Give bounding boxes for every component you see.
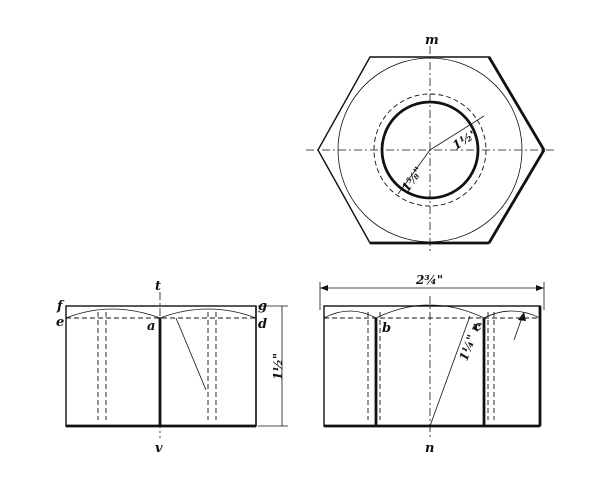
side-radius-arrow-head	[518, 312, 526, 321]
outer-radius-leader	[429, 115, 485, 151]
front-construction-line	[175, 317, 207, 391]
hexagon-shadow-edge-bottom	[487, 149, 546, 244]
side-chamfer-arc-right	[483, 310, 541, 319]
label-m: m	[425, 33, 439, 48]
side-width-arrow-right	[536, 285, 544, 291]
side-width-arrow-left	[320, 285, 328, 291]
side-view: n b c 2¾" 1¼" r.	[319, 273, 545, 456]
label-a: a	[147, 319, 155, 334]
front-view: t v f e a g d 1½"	[56, 279, 288, 456]
side-width-dimension: 2¾"	[415, 273, 443, 287]
side-chamfer-arc-middle	[375, 304, 485, 319]
label-f: f	[56, 299, 65, 314]
side-chamfer-arc-left	[323, 310, 377, 319]
outer-radius-dimension: 1½"	[450, 126, 480, 152]
inner-radius-leader	[397, 149, 431, 195]
label-d: d	[258, 317, 267, 332]
label-g: g	[258, 299, 267, 314]
hexagon-shadow-edge-top	[487, 56, 546, 151]
front-chamfer-arc-left	[65, 308, 161, 319]
label-b: b	[382, 321, 391, 336]
label-e: e	[56, 315, 64, 330]
side-height-radius-leader	[429, 315, 471, 427]
top-view: m 1½" 1⅝"	[306, 33, 556, 254]
label-n: n	[425, 441, 434, 456]
inner-radius-dimension: 1⅝"	[399, 164, 426, 194]
front-height-dimension: 1½"	[271, 353, 285, 380]
label-t: t	[155, 279, 161, 294]
front-chamfer-arc-right	[159, 308, 257, 319]
label-c: c	[474, 319, 482, 334]
label-v: v	[155, 441, 163, 456]
side-view-outline	[323, 305, 541, 427]
